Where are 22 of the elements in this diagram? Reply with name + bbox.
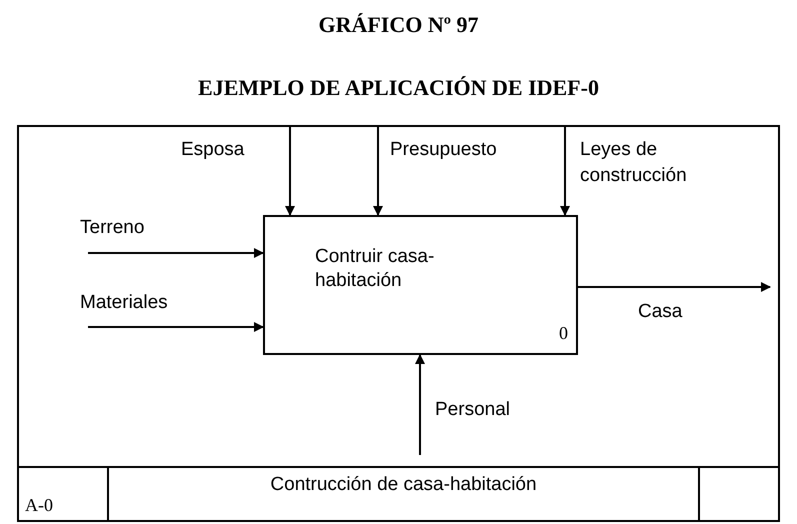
- edge-label: Casa: [638, 300, 684, 324]
- node-number: A-0: [25, 494, 53, 517]
- arrow: [373, 127, 383, 216]
- activity-box: [263, 215, 578, 355]
- title: GRÁFICO Nº 97: [317, 11, 480, 39]
- arrow: [578, 282, 771, 292]
- arrow: [415, 354, 425, 455]
- subtitle: EJEMPLO DE APLICACIÓN DE IDEF-0: [197, 74, 600, 102]
- arrow: [88, 322, 264, 332]
- edge-label: Terreno: [80, 216, 146, 240]
- arrow: [285, 127, 295, 216]
- arrow: [560, 127, 570, 216]
- edge-label: Esposa: [181, 138, 246, 162]
- activity-text: Contruir casa-habitación: [315, 245, 436, 293]
- diagram-name: Contrucción de casa-habitación: [269, 473, 538, 497]
- diagram-frame: [17, 125, 780, 522]
- activity-number: 0: [559, 322, 568, 345]
- edge-label: Materiales: [80, 291, 169, 315]
- edge-label: Personal: [435, 398, 511, 422]
- arrow: [88, 248, 264, 258]
- edge-label: Leyes de construcción: [580, 138, 688, 188]
- edge-label: Presupuesto: [390, 138, 498, 162]
